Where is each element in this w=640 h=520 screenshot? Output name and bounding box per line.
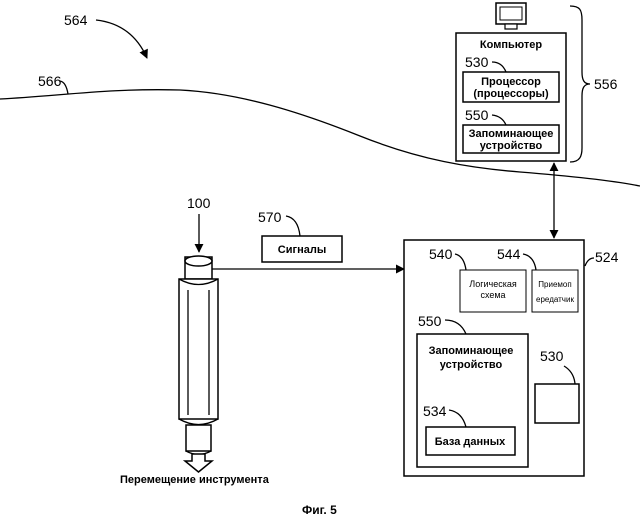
ref-550-bottom: 550	[418, 313, 442, 329]
ref-530-bottom: 530	[540, 348, 564, 364]
database-label: База данных	[435, 436, 506, 448]
memory-top-label-line1: Запоминающее	[469, 128, 554, 140]
memory-bottom-label-line1: Запоминающее	[429, 345, 514, 357]
processor-bottom-box	[535, 384, 579, 423]
ref-530-top: 530	[465, 54, 489, 70]
transceiver-label-line1: Приемоп	[538, 280, 571, 289]
ref-534: 534	[423, 403, 447, 419]
ref-564: 564	[64, 12, 88, 28]
ref-524-leader	[585, 258, 594, 266]
ref-570: 570	[258, 209, 282, 225]
monitor-icon	[496, 3, 526, 29]
transceiver-label-line2: ередатчик	[536, 295, 574, 304]
ref-564-arrow	[96, 20, 147, 58]
computer-label: Компьютер	[480, 39, 542, 51]
ref-556: 556	[594, 76, 618, 92]
ref-540: 540	[429, 246, 453, 262]
transceiver-box	[532, 270, 578, 312]
ref-566: 566	[38, 73, 62, 89]
processor-label-line2: (процессоры)	[473, 88, 549, 100]
ref-570-leader	[286, 216, 300, 236]
memory-top-label-line2: устройство	[480, 140, 543, 152]
ref-524: 524	[595, 249, 619, 265]
logic-label-line2: схема	[480, 290, 505, 300]
processor-label-line1: Процессор	[481, 76, 541, 88]
ref-550-top: 550	[465, 107, 489, 123]
ref-100: 100	[187, 195, 211, 211]
tool-movement-arrow-icon	[185, 454, 212, 472]
logic-label-line1: Логическая	[469, 279, 517, 289]
signals-label: Сигналы	[278, 244, 326, 256]
figure-caption: Фиг. 5	[302, 503, 337, 517]
bracket-556	[570, 6, 590, 162]
ref-544: 544	[497, 246, 521, 262]
memory-bottom-label-line2: устройство	[440, 359, 503, 371]
tool-movement-label: Перемещение инструмента	[120, 474, 270, 486]
tool-body	[179, 256, 218, 455]
